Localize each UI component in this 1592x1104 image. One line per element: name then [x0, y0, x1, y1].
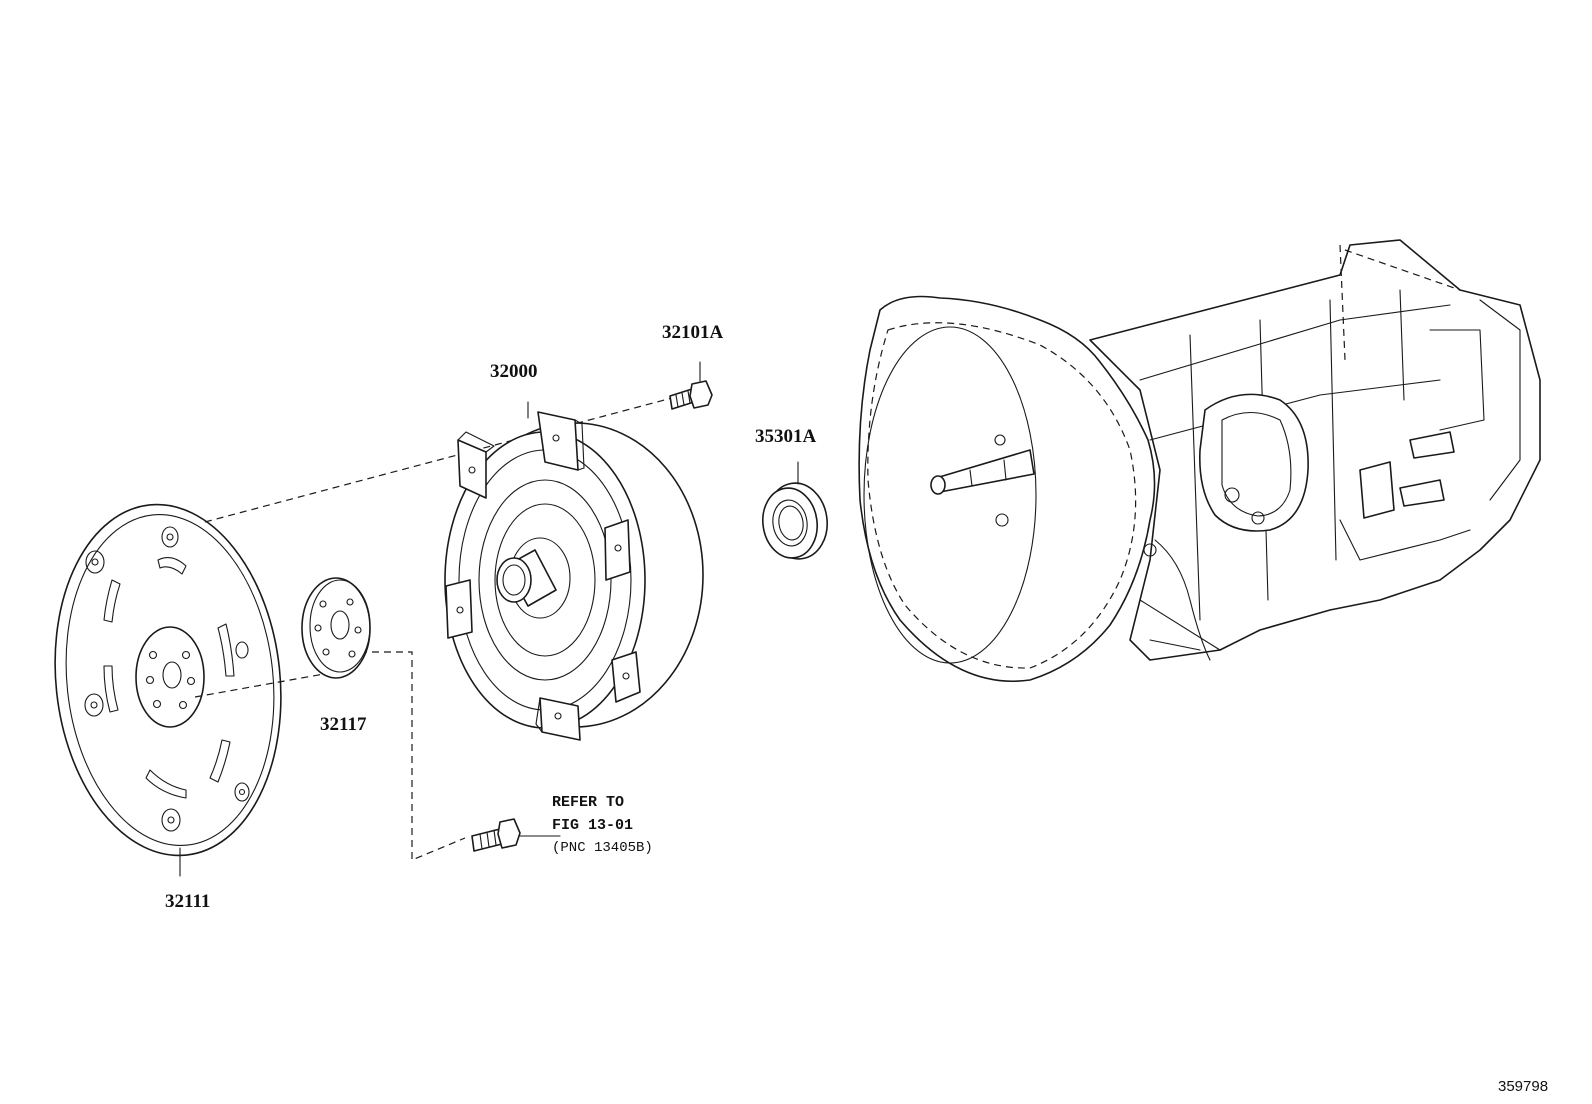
converter-bolt[interactable] [669, 361, 713, 410]
label-drive-plate: 32111 [165, 891, 210, 912]
transmission-assembly[interactable] [858, 239, 1541, 682]
reference-line-1: REFER TO [552, 794, 624, 811]
reference-line-2: FIG 13-01 [552, 817, 633, 834]
spacer-plate[interactable] [301, 577, 371, 679]
label-spacer: 32117 [320, 714, 367, 735]
oil-seal[interactable] [758, 461, 832, 563]
label-oil-seal: 35301A [755, 426, 817, 447]
torque-converter[interactable] [444, 401, 704, 741]
drive-plate[interactable] [38, 493, 298, 877]
label-torque-converter: 32000 [490, 361, 538, 382]
reference-bolt[interactable] [471, 818, 561, 852]
reference-line-3: (PNC 13405B) [552, 840, 653, 856]
label-bolt: 32101A [662, 322, 724, 343]
figure-id: 359798 [1498, 1078, 1548, 1095]
assembly-guide-lines [194, 397, 673, 861]
